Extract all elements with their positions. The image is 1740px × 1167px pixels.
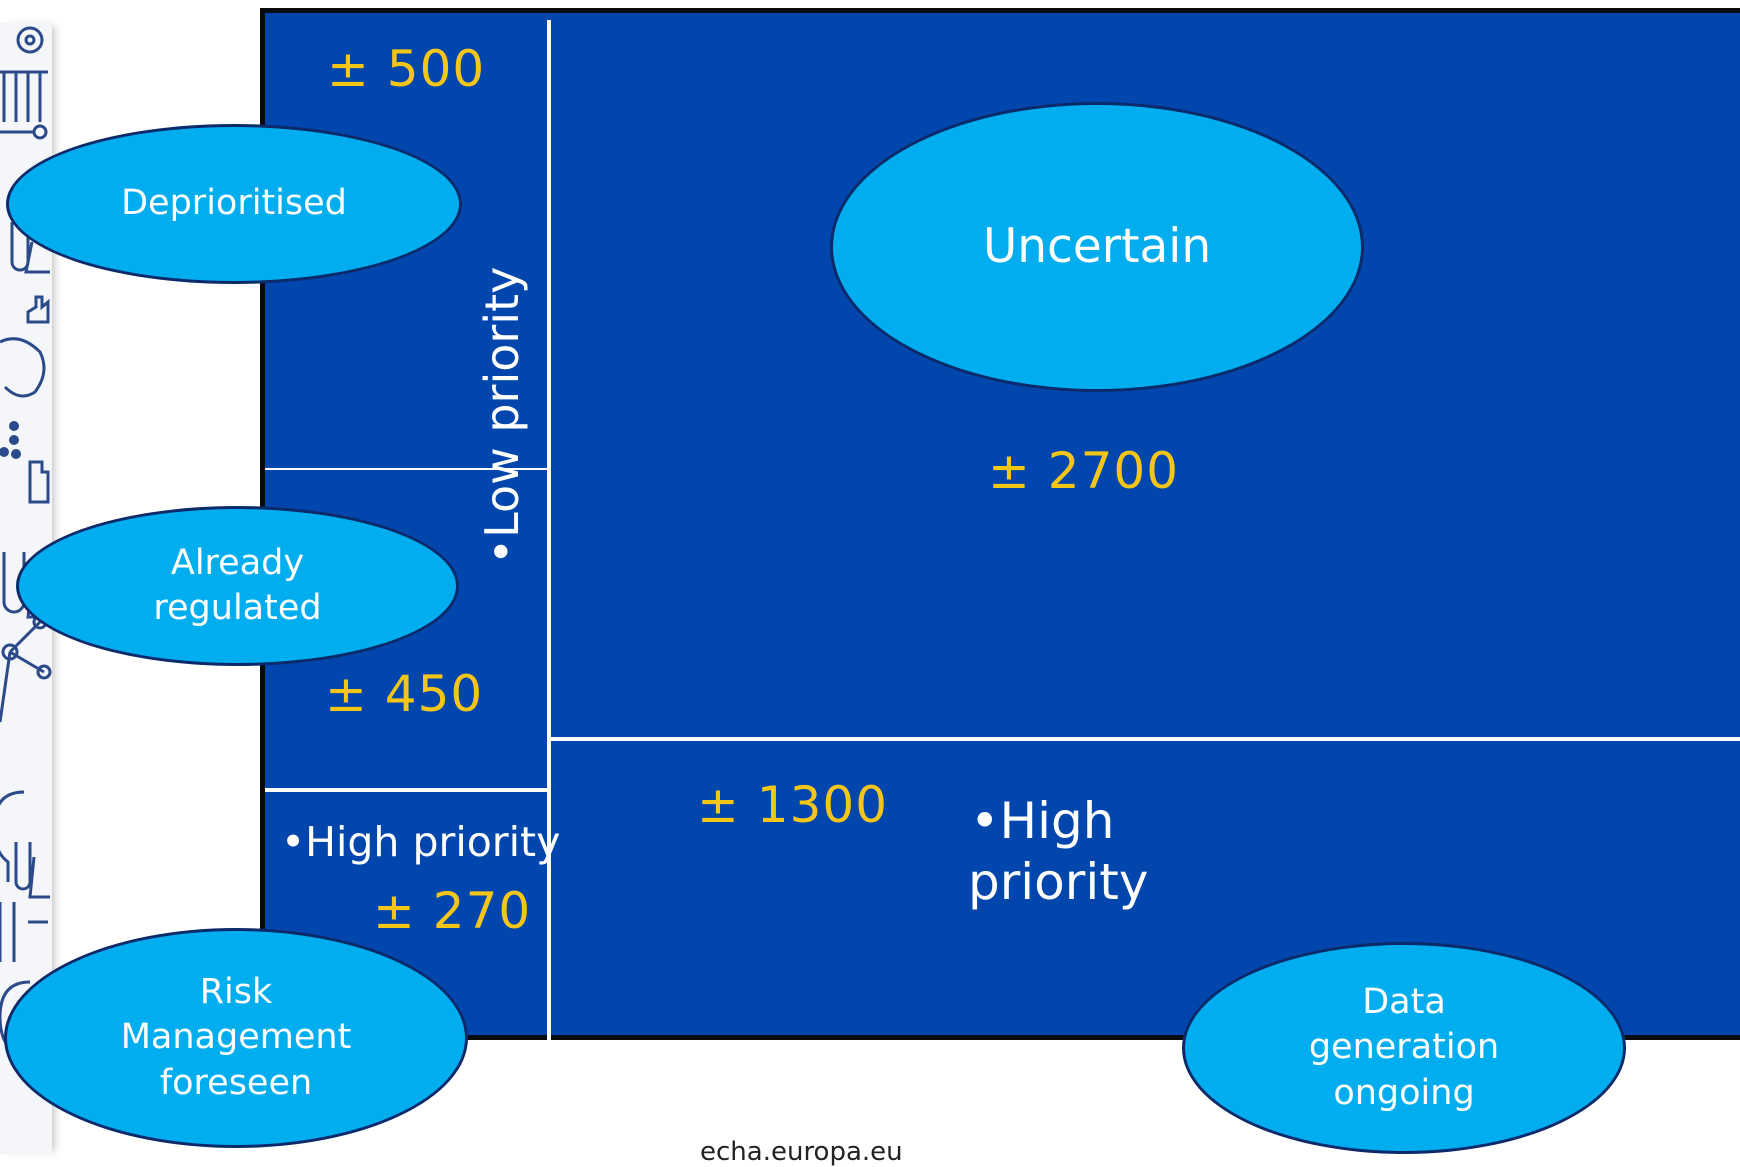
risk-management-label-line3: foreseen <box>159 1062 313 1103</box>
data-generation-ellipse: Data generation ongoing <box>1182 942 1626 1154</box>
gears-icon <box>16 26 44 54</box>
divider-vertical <box>547 20 551 1042</box>
uncertain-count: ± 2700 <box>988 442 1180 500</box>
factory-icon <box>28 460 50 504</box>
already-regulated-count: ± 450 <box>325 665 484 723</box>
high-priority-count: ± 1300 <box>697 776 889 834</box>
low-priority-label: •Low priority <box>475 266 529 565</box>
already-regulated-label-line1: Already <box>170 542 305 583</box>
deprioritised-label: Deprioritised <box>121 183 347 224</box>
test-tubes-icon <box>0 70 48 122</box>
head-icon <box>0 790 25 882</box>
risk-management-label-line2: Management <box>120 1017 352 1058</box>
divider-horizontal-upper-left <box>265 468 551 470</box>
data-generation-label-line1: Data <box>1362 981 1446 1022</box>
molecule-icon <box>0 614 52 723</box>
deprioritised-ellipse: Deprioritised <box>6 124 462 284</box>
molecule-icon <box>0 124 48 140</box>
footer-url: echa.europa.eu <box>700 1137 903 1167</box>
dots-icon <box>0 421 21 459</box>
risk-management-ellipse: Risk Management foreseen <box>4 928 468 1148</box>
already-regulated-ellipse: Already regulated <box>16 506 459 666</box>
flask-icon <box>10 222 50 274</box>
handshake-icon <box>0 337 46 398</box>
already-regulated-label-line2: regulated <box>153 588 322 628</box>
flask-icon <box>0 902 48 962</box>
divider-horizontal-lower-left <box>265 788 551 792</box>
high-priority-right-label-line2: priority <box>968 853 1149 911</box>
high-priority-left-label: •High priority <box>281 818 561 866</box>
data-generation-label-line2: generation <box>1308 1027 1500 1068</box>
divider-horizontal-right <box>547 737 1740 741</box>
high-priority-right-label-line1: •High <box>970 792 1115 850</box>
deprioritised-count: ± 500 <box>327 40 486 98</box>
uncertain-ellipse: Uncertain <box>830 102 1364 392</box>
data-generation-label-line3: ongoing <box>1333 1072 1475 1113</box>
risk-management-label-line1: Risk <box>199 971 273 1012</box>
factory-icon <box>26 295 50 324</box>
uncertain-label: Uncertain <box>982 219 1212 275</box>
test-tubes-icon <box>14 842 50 899</box>
risk-management-count: ± 270 <box>373 882 532 940</box>
